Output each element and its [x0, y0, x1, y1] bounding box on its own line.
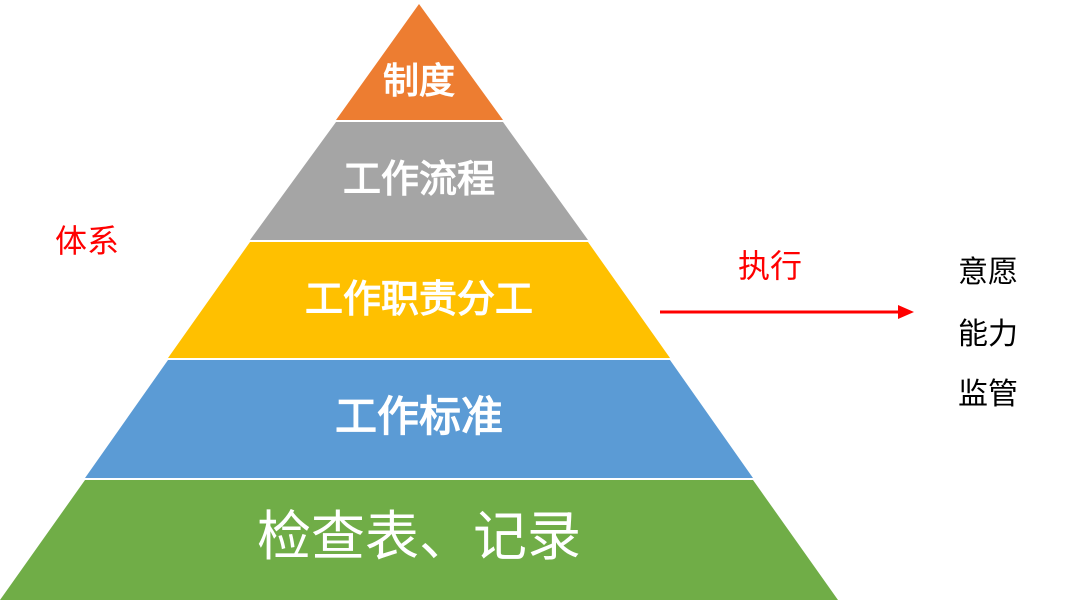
pyramid-layer-5 [0, 480, 838, 600]
pyramid-layer-3 [168, 242, 670, 358]
pyramid-layer-4 [85, 360, 753, 478]
layer-label-checklist-records: 检查表、记录 [257, 505, 581, 568]
layer-label-responsibility: 工作职责分工 [304, 277, 534, 321]
factor-ability: 能力 [958, 317, 1018, 352]
layer-label-work-standard: 工作标准 [334, 392, 504, 441]
execute-label: 执行 [738, 247, 803, 285]
system-label: 体系 [55, 222, 120, 260]
execution-arrow-head [898, 305, 914, 319]
layer-label-workflow: 工作流程 [342, 157, 496, 201]
factor-willingness: 意愿 [958, 255, 1018, 290]
pyramid-layer-1 [336, 4, 503, 120]
factor-supervision: 监管 [958, 377, 1018, 412]
pyramid-layer-2 [250, 122, 588, 240]
layer-label-system-rules: 制度 [382, 61, 456, 102]
